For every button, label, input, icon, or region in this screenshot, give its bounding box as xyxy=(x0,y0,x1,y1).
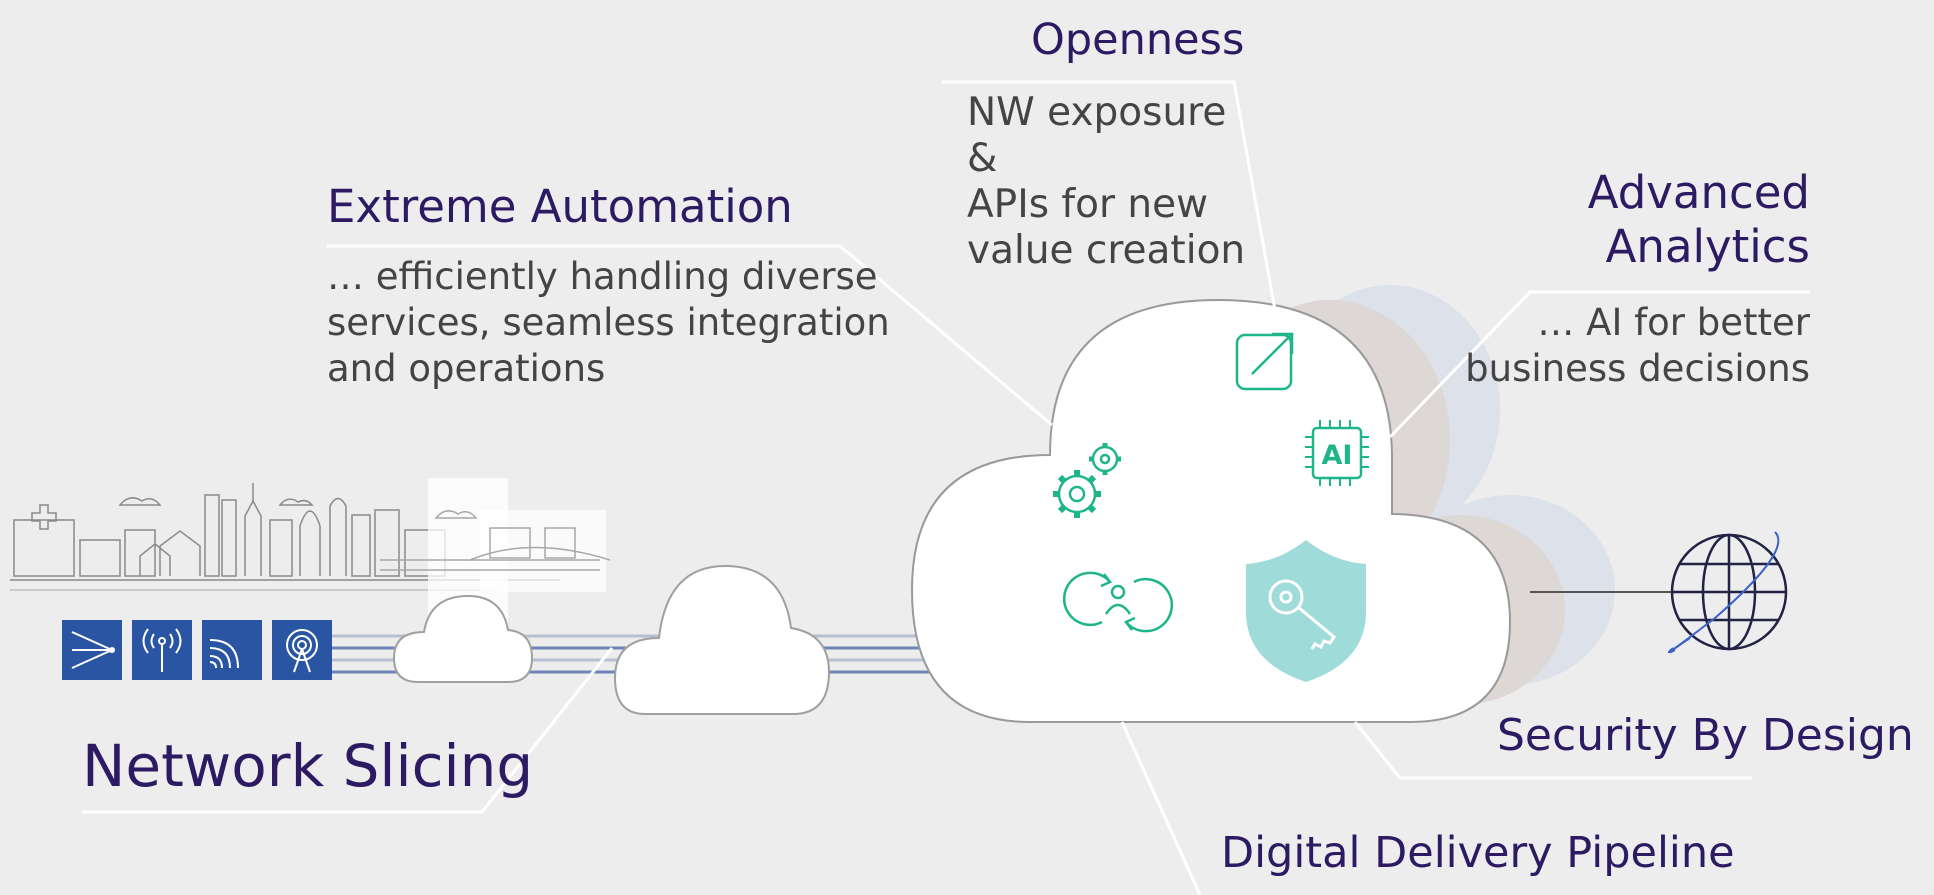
advanced-analytics-title-line: Advanced xyxy=(1587,166,1810,219)
small-cloud-2 xyxy=(613,564,831,715)
connector-lines xyxy=(82,80,1810,895)
digital-delivery-pipeline-title: Digital Delivery Pipeline xyxy=(1221,828,1735,878)
extreme-automation-title: Extreme Automation xyxy=(327,180,793,233)
openness-line: NW exposure xyxy=(967,90,1227,135)
ai-chip-label: AI xyxy=(1322,440,1353,471)
extreme-automation-description: … efficiently handling diverse services,… xyxy=(327,254,890,392)
shield-key-icon xyxy=(1246,540,1366,682)
radio-tower-icon xyxy=(132,620,192,680)
network-slicing-title: Network Slicing xyxy=(82,732,534,800)
extreme-automation-line: and operations xyxy=(327,347,606,390)
antenna-icons xyxy=(62,620,332,680)
advanced-analytics-title: Advanced Analytics xyxy=(1588,166,1810,274)
external-link-icon xyxy=(1235,332,1294,391)
extreme-automation-line: services, seamless integration xyxy=(327,301,890,344)
openness-title: Openness xyxy=(1031,15,1245,65)
openness-description: NW exposure & APIs for new value creatio… xyxy=(967,90,1245,274)
advanced-analytics-description: … AI for better business decisions xyxy=(1465,300,1810,392)
broadcast-antenna-icon xyxy=(272,620,332,680)
globe-icon xyxy=(1530,531,1788,654)
security-by-design-title: Security By Design xyxy=(1497,710,1914,761)
openness-line: & xyxy=(967,136,998,181)
advanced-analytics-line: business decisions xyxy=(1465,347,1810,390)
sync-user-icon xyxy=(1062,571,1174,633)
openness-line: value creation xyxy=(967,228,1246,273)
ai-chip-icon xyxy=(1305,420,1369,486)
gears-icon xyxy=(1053,443,1121,518)
advanced-analytics-title-line: Analytics xyxy=(1605,220,1810,273)
small-cloud-1 xyxy=(392,594,534,683)
beam-antenna-icon xyxy=(62,620,122,680)
extreme-automation-line: … efficiently handling diverse xyxy=(327,255,878,298)
openness-line: APIs for new xyxy=(967,182,1209,227)
wifi-signal-icon xyxy=(202,620,262,680)
advanced-analytics-line: … AI for better xyxy=(1537,301,1810,344)
